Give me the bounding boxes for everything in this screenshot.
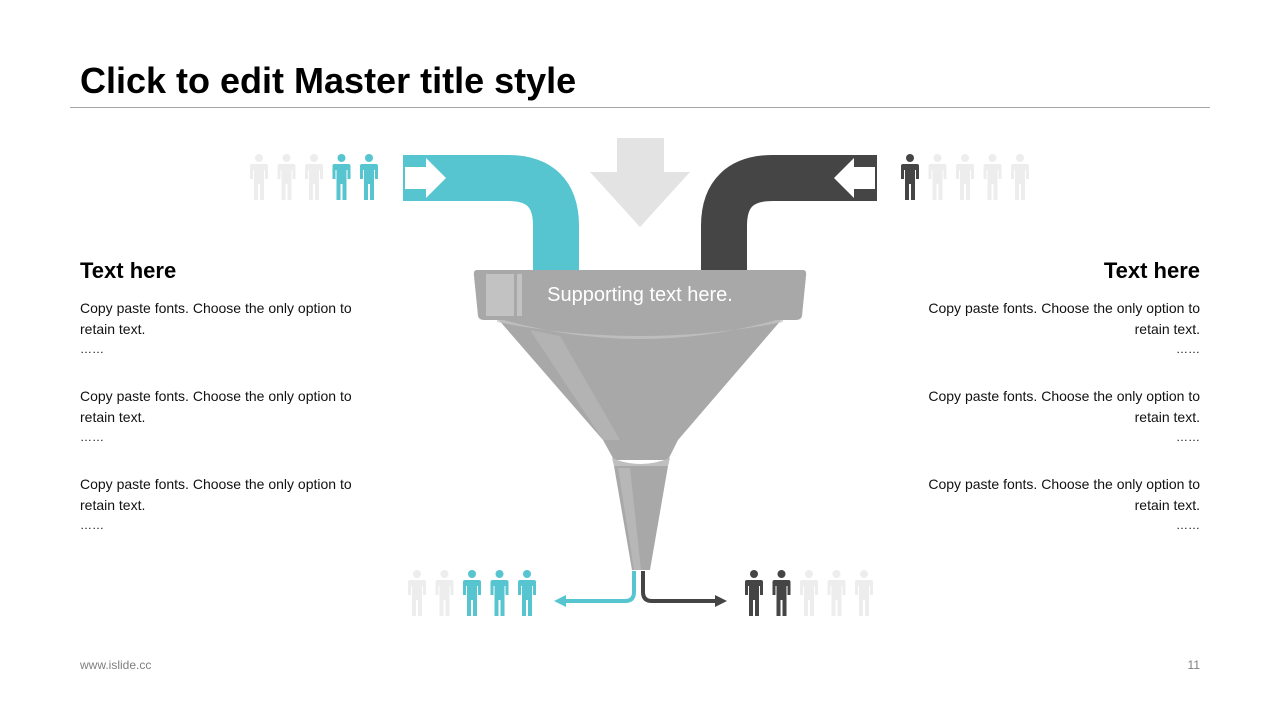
- person-icon: [435, 570, 454, 616]
- right-input-pipe: [701, 155, 877, 272]
- person-icon: [360, 154, 378, 200]
- right-paragraph-text: Copy paste fonts. Choose the only option…: [928, 476, 1200, 513]
- right-arrow-icon: [405, 158, 446, 198]
- left-paragraph-dots: ……: [80, 518, 104, 532]
- funnel-cone: [497, 318, 783, 440]
- right-paragraph: Copy paste fonts. Choose the only option…: [910, 298, 1200, 360]
- person-icon: [772, 570, 791, 616]
- left-arrow-icon: [834, 158, 875, 198]
- person-icon: [518, 570, 536, 616]
- left-output-arrowhead: [554, 595, 566, 607]
- person-icon: [1011, 154, 1029, 200]
- person-icon: [305, 154, 323, 200]
- left-paragraph-text: Copy paste fonts. Choose the only option…: [80, 388, 352, 425]
- person-icon: [490, 570, 509, 616]
- right-paragraph-dots: ……: [1176, 342, 1200, 356]
- person-icon: [408, 570, 426, 616]
- page-number: 11: [1187, 658, 1200, 672]
- left-paragraph-text: Copy paste fonts. Choose the only option…: [80, 476, 352, 513]
- left-paragraph: Copy paste fonts. Choose the only option…: [80, 386, 370, 448]
- person-icon: [928, 154, 947, 200]
- right-paragraph: Copy paste fonts. Choose the only option…: [910, 474, 1200, 536]
- person-icon: [983, 154, 1002, 200]
- person-icon: [332, 154, 351, 200]
- down-arrow-icon: [590, 138, 690, 227]
- person-icon: [956, 154, 974, 200]
- right-paragraph-dots: ……: [1176, 430, 1200, 444]
- right-paragraph-text: Copy paste fonts. Choose the only option…: [928, 300, 1200, 337]
- people-group-bottom-left: [408, 570, 536, 616]
- person-icon: [463, 570, 481, 616]
- footer-url: www.islide.cc: [80, 658, 152, 672]
- people-group-top-right: [901, 154, 1029, 200]
- left-paragraph: Copy paste fonts. Choose the only option…: [80, 298, 370, 360]
- left-paragraph: Copy paste fonts. Choose the only option…: [80, 474, 370, 536]
- right-heading: Text here: [1103, 258, 1200, 283]
- left-text-column: Text here Copy paste fonts. Choose the o…: [80, 256, 370, 562]
- left-paragraph-dots: ……: [80, 430, 104, 444]
- person-icon: [827, 570, 846, 616]
- person-icon: [855, 570, 873, 616]
- funnel-neck: [603, 440, 678, 460]
- person-icon: [250, 154, 268, 200]
- slide-title: Click to edit Master title style: [80, 60, 577, 101]
- title-divider: [70, 107, 1210, 108]
- right-text-column: Text here Copy paste fonts. Choose the o…: [910, 256, 1200, 562]
- people-group-top-left: [250, 154, 378, 200]
- person-icon: [901, 154, 919, 200]
- right-paragraph-text: Copy paste fonts. Choose the only option…: [928, 388, 1200, 425]
- left-input-pipe: [403, 155, 579, 272]
- people-group-bottom-right: [745, 570, 873, 616]
- dark-output-line: [641, 571, 716, 603]
- left-paragraph-text: Copy paste fonts. Choose the only option…: [80, 300, 352, 337]
- right-paragraph-dots: ……: [1176, 518, 1200, 532]
- person-icon: [800, 570, 818, 616]
- right-paragraph: Copy paste fonts. Choose the only option…: [910, 386, 1200, 448]
- funnel-supporting-text: Supporting text here.: [547, 284, 733, 306]
- funnel-rim: [473, 270, 807, 320]
- left-heading: Text here: [80, 258, 177, 283]
- person-icon: [745, 570, 763, 616]
- left-paragraph-dots: ……: [80, 342, 104, 356]
- cyan-output-line: [565, 571, 636, 603]
- person-icon: [277, 154, 296, 200]
- right-output-arrowhead: [715, 595, 727, 607]
